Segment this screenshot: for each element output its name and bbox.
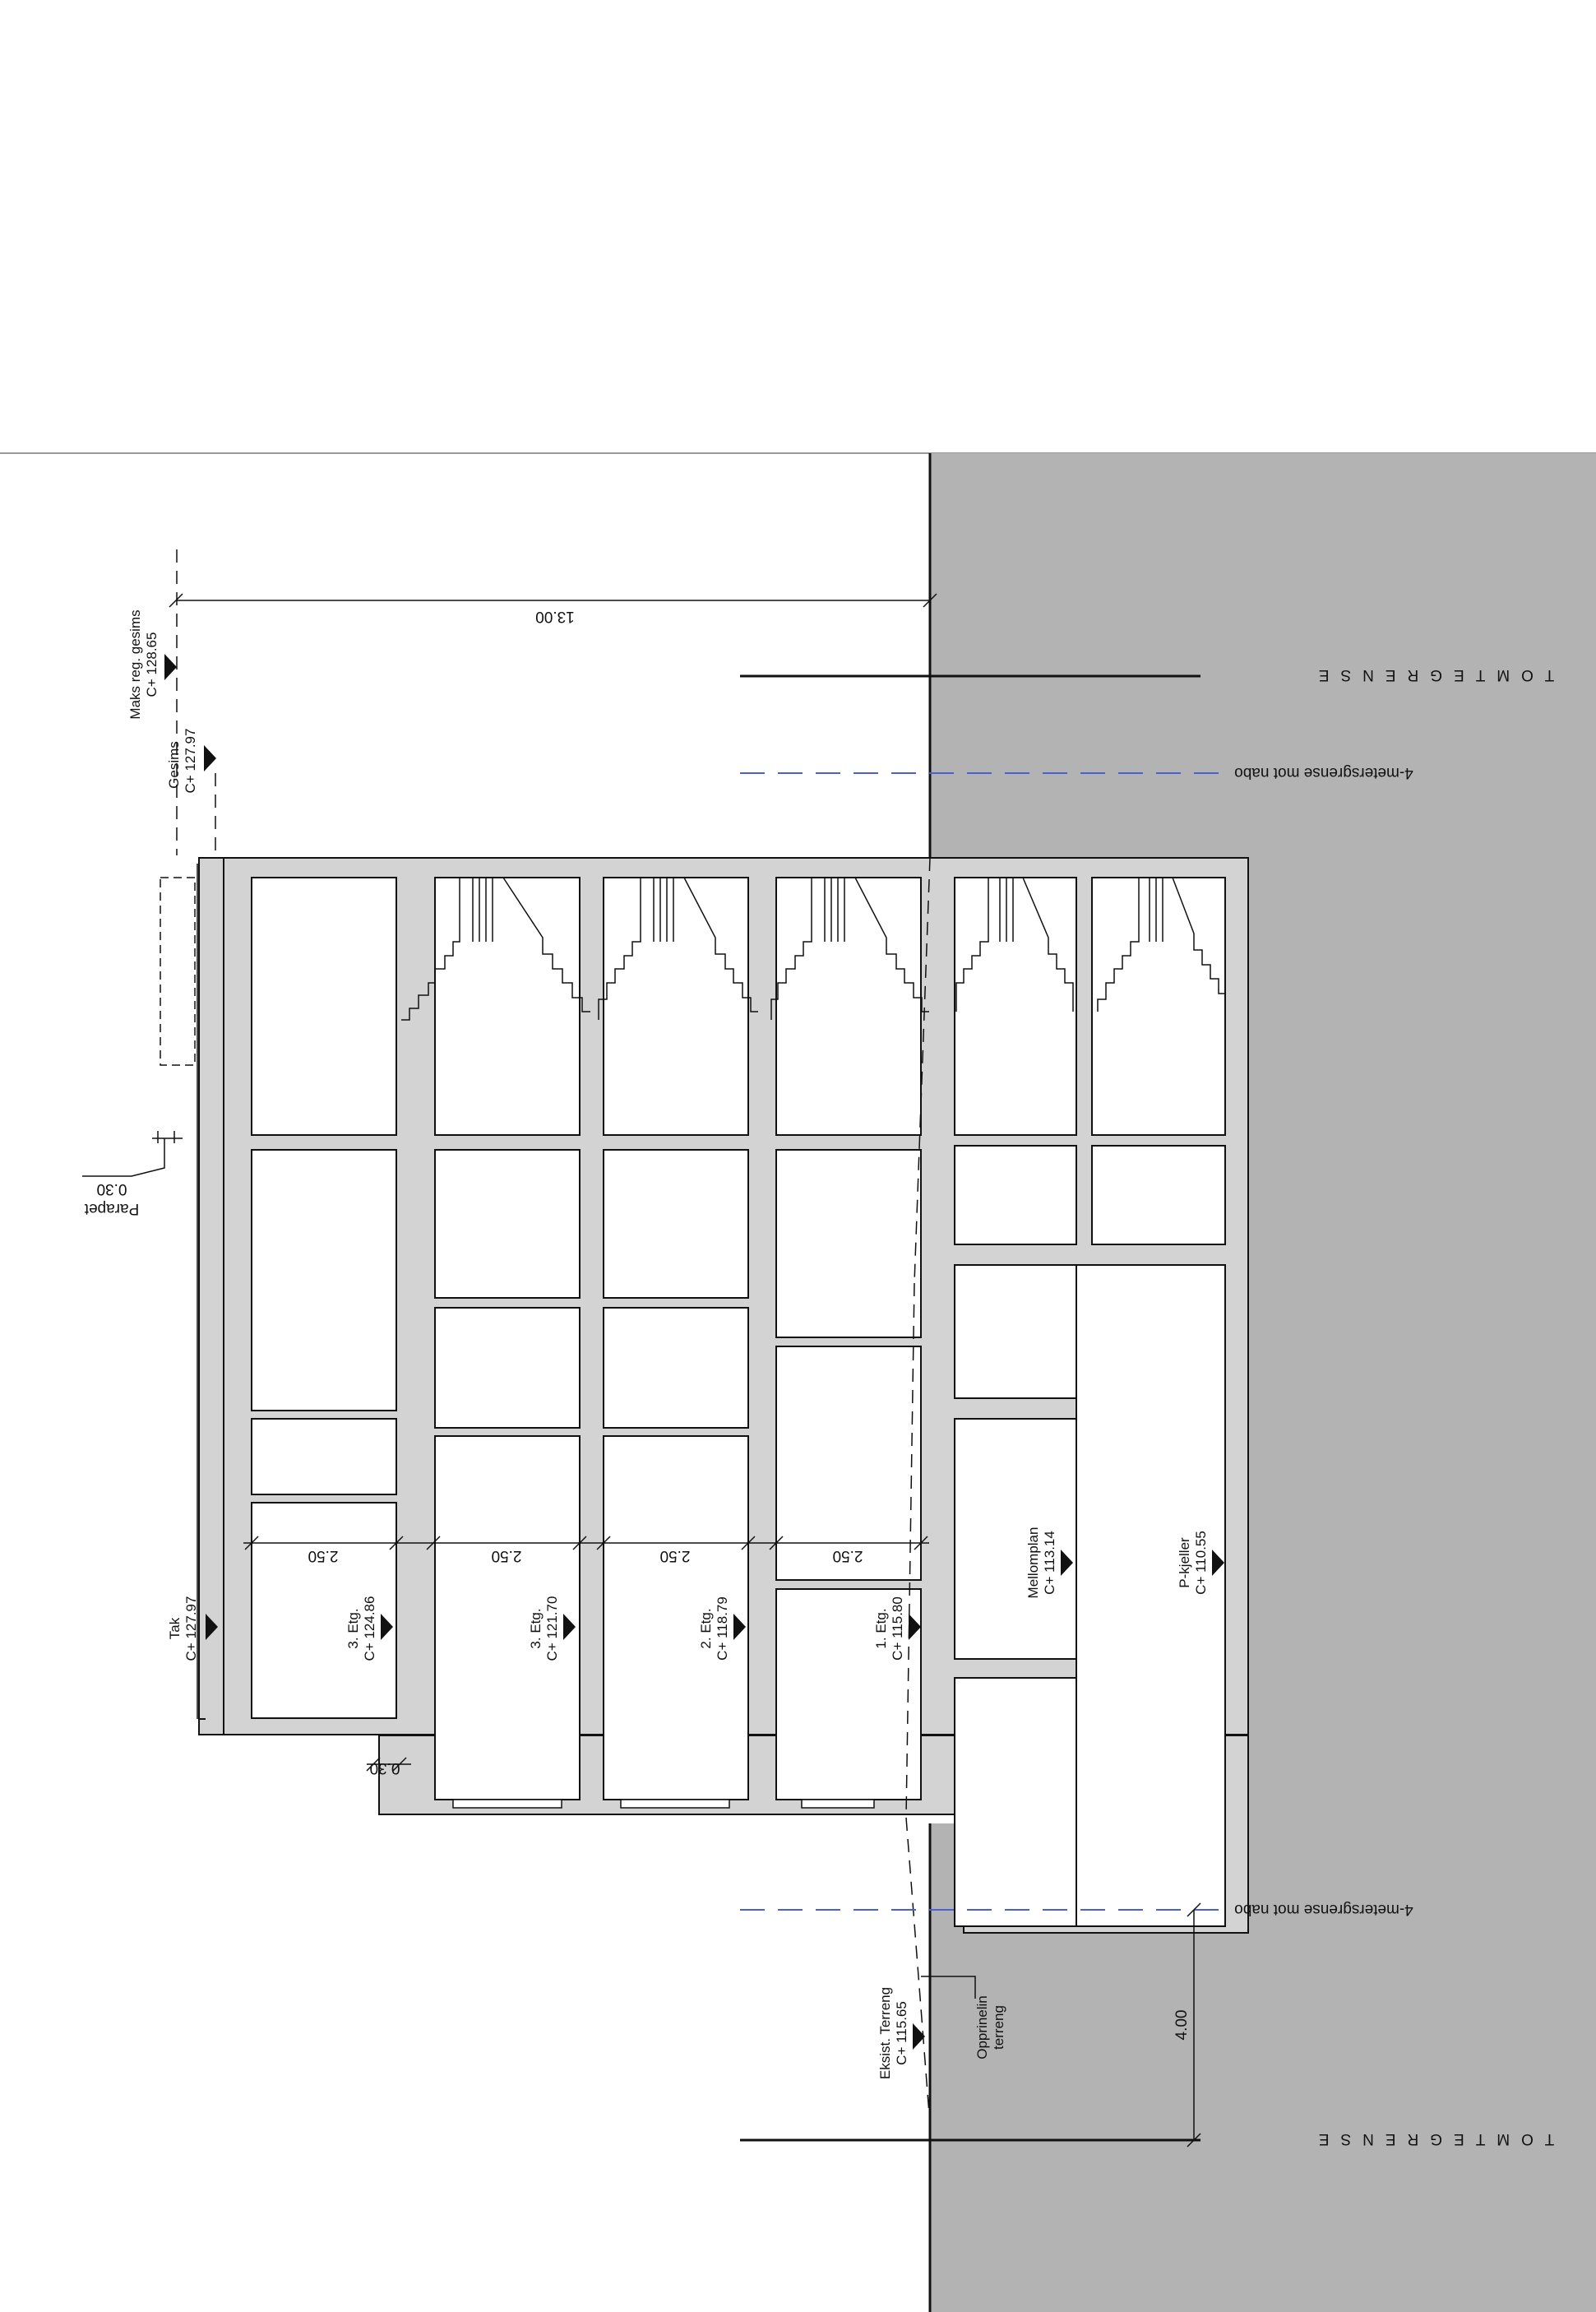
svg-text:Maks reg. gesims: Maks reg. gesims	[127, 609, 143, 719]
dim-overall-width: 13.00	[535, 608, 575, 625]
dim-setback: 4.00	[1173, 2010, 1191, 2041]
svg-text:Gesims: Gesims	[166, 741, 182, 789]
tomtegrense-label-bottom: TOMTEGRENSE	[1307, 2130, 1554, 2148]
svg-text:C+ 127.97: C+ 127.97	[183, 1596, 199, 1661]
elev-label-mellomplan: Mellomplan C+ 113.14	[1025, 1527, 1057, 1599]
dim-parapet: 0.30	[97, 1180, 127, 1198]
elev-label-tak: Tak C+ 127.97	[167, 1596, 199, 1661]
elev-label-pkjeller: P-kjeller C+ 110.55	[1177, 1531, 1209, 1595]
svg-text:Eksist. Terreng: Eksist. Terreng	[877, 1987, 893, 2079]
elev-marker-mellomplan	[1061, 1550, 1073, 1576]
elev-marker-maks	[164, 654, 177, 680]
elev-marker-terreng	[913, 2023, 925, 2050]
svg-text:C+ 115.80: C+ 115.80	[890, 1596, 905, 1661]
svg-text:C+ 110.55: C+ 110.55	[1193, 1531, 1209, 1595]
elev-marker-tak	[206, 1614, 218, 1640]
elev-marker-3etg-b	[563, 1614, 576, 1640]
svg-text:C+ 127.97: C+ 127.97	[183, 729, 198, 794]
stairs	[401, 877, 1225, 1021]
svg-text:Opprinelin: Opprinelin	[974, 1995, 990, 2059]
elev-marker-3etg-a	[381, 1614, 393, 1640]
svg-text:terreng: terreng	[991, 2005, 1006, 2050]
svg-text:2. Etg.: 2. Etg.	[698, 1608, 714, 1648]
svg-text:C+ 118.79: C+ 118.79	[715, 1596, 730, 1661]
elev-label-3etg-b: 3. Etg. C+ 121.70	[528, 1596, 560, 1661]
parapet-label: Parapet	[84, 1200, 139, 1217]
svg-text:3. Etg.: 3. Etg.	[528, 1608, 544, 1648]
elevation-triangles	[164, 654, 1224, 2050]
svg-text:Mellomplan: Mellomplan	[1025, 1527, 1041, 1599]
dim-height-4: 2.50	[833, 1547, 863, 1564]
tomtegrense-label-top: TOMTEGRENSE	[1307, 666, 1554, 683]
elev-label-maks: Maks reg. gesims C+ 128.65	[127, 609, 160, 719]
parapet-outline	[160, 877, 196, 1066]
windows	[452, 1799, 875, 1809]
svg-text:C+ 115.65: C+ 115.65	[894, 2001, 909, 2065]
dim-height-2: 2.50	[492, 1547, 522, 1564]
svg-text:3. Etg.: 3. Etg.	[345, 1608, 361, 1648]
original-terrain-line	[921, 1976, 976, 1999]
elev-label-2etg: 2. Etg. C+ 118.79	[698, 1596, 730, 1661]
rooms	[251, 877, 1226, 1927]
svg-text:C+ 121.70: C+ 121.70	[544, 1596, 560, 1661]
dimension-lines	[82, 593, 1201, 2148]
terrain-label: Opprinelin terreng	[974, 1995, 1006, 2059]
elev-label-gesims: Gesims C+ 127.97	[166, 729, 198, 794]
four-meter-label-top: 4-metersgrense mot nabo	[1234, 764, 1413, 781]
svg-text:C+ 128.65: C+ 128.65	[144, 632, 160, 697]
elev-label-3etg-a: 3. Etg. C+ 124.86	[345, 1596, 377, 1661]
svg-text:Tak: Tak	[167, 1617, 183, 1639]
svg-text:C+ 124.86: C+ 124.86	[362, 1596, 377, 1661]
svg-text:C+ 113.14: C+ 113.14	[1042, 1531, 1057, 1595]
svg-text:P-kjeller: P-kjeller	[1177, 1537, 1192, 1588]
dim-height-1: 2.50	[308, 1547, 339, 1564]
elev-marker-2etg	[733, 1614, 746, 1640]
svg-text:1. Etg.: 1. Etg.	[873, 1608, 889, 1648]
elev-marker-1etg	[909, 1614, 921, 1640]
elev-marker-gesims	[204, 745, 216, 771]
elev-label-1etg: 1. Etg. C+ 115.80	[873, 1596, 905, 1661]
dim-height-3: 2.50	[660, 1547, 691, 1564]
lower-void	[379, 1815, 962, 1823]
dim-wall: 0.30	[370, 1759, 400, 1777]
elev-label-terreng: Eksist. Terreng C+ 115.65	[877, 1987, 909, 2079]
elev-marker-pkjeller	[1212, 1550, 1224, 1576]
four-meter-label-bottom: 4-metersgrense mot nabo	[1234, 1901, 1413, 1918]
outside-void	[201, 1736, 378, 1819]
